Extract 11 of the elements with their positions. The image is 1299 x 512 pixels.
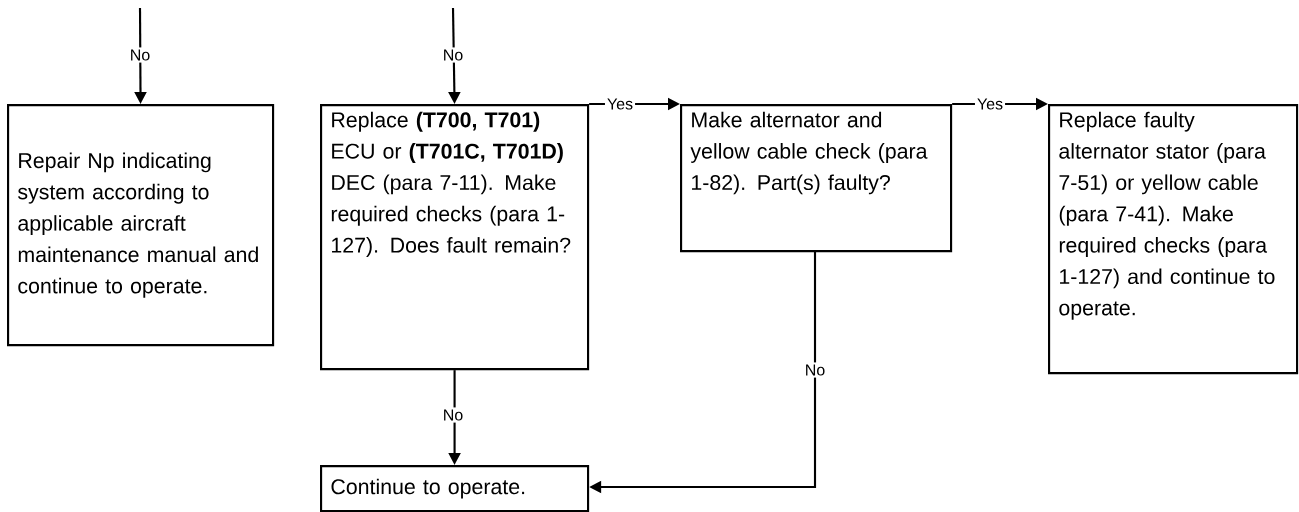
edge-label: No [440,47,466,63]
edge-label: No [127,47,153,63]
process-box: Replace faulty alternator stator (para 7-51) or yellow cable (para 7-41). Make required checks (para 1-127) and continue to operate. [1048,104,1299,375]
edge-label: No [440,407,466,423]
edge-label: Yes [604,96,636,112]
process-box: Repair Np indicating system according to applicable aircraft maintenance manual and continue to operate. [7,104,275,347]
process-box: Make alternator and yellow cable check (para 1-82). Part(s) faulty? [680,104,953,253]
process-box: Continue to operate. [320,465,590,512]
edge-label: Yes [974,96,1006,112]
edge-label: No [802,362,828,378]
process-box: Replace (T700, T701) ECU or (T701C, T701D) DEC (para 7-11). Make required checks (para 1-127). Does fault remain? [320,104,590,371]
